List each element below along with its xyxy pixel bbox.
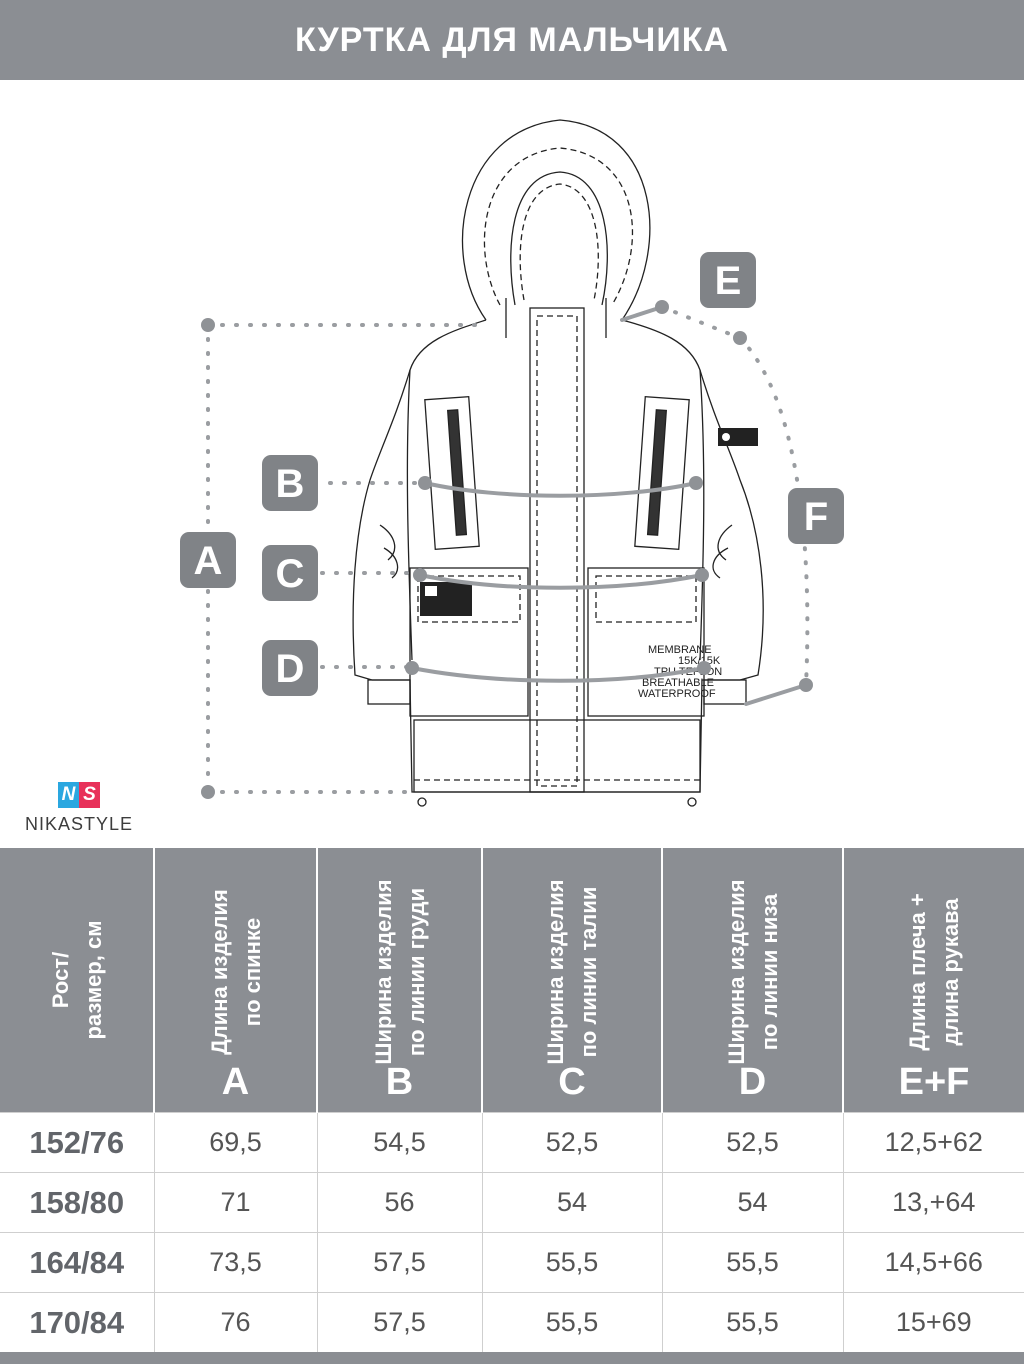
value-cell: 71 <box>153 1172 317 1233</box>
svg-text:C: C <box>276 552 305 596</box>
value-cell: 54 <box>661 1172 843 1233</box>
value-cell: 55,5 <box>481 1232 662 1293</box>
label-a: A <box>180 532 236 588</box>
value-cell: 13,+64 <box>842 1172 1024 1233</box>
svg-text:F: F <box>804 495 828 539</box>
header-shoulder-sleeve: Длина плеча +длина рукава E+F <box>842 848 1024 1113</box>
size-cell: 152/76 <box>0 1112 154 1173</box>
value-cell: 52,5 <box>481 1112 662 1173</box>
nikastyle-logo-icon: N S <box>58 782 100 808</box>
bottom-bar <box>0 1352 1024 1364</box>
table-row: 152/76 69,5 54,5 52,5 52,5 12,5+62 <box>0 1112 1024 1173</box>
table-row: 170/84 76 57,5 55,5 55,5 15+69 <box>0 1292 1024 1352</box>
print-line: WATERPROOF <box>638 688 716 700</box>
value-cell: 52,5 <box>661 1112 843 1173</box>
svg-text:A: A <box>194 539 223 583</box>
brand-logo: N S NIKASTYLE <box>20 782 138 835</box>
label-f: F <box>788 488 844 544</box>
value-cell: 55,5 <box>661 1292 843 1352</box>
value-cell: 76 <box>153 1292 317 1352</box>
page-title: КУРТКА ДЛЯ МАЛЬЧИКА <box>0 0 1024 80</box>
value-cell: 57,5 <box>316 1232 482 1293</box>
brand-name: NIKASTYLE <box>24 814 134 834</box>
value-cell: 54 <box>481 1172 662 1233</box>
value-cell: 14,5+66 <box>842 1232 1024 1293</box>
value-cell: 55,5 <box>481 1292 662 1352</box>
jacket-diagram: MEMBRANE 15K/15K TPU TEFLON BREATHABLE W… <box>180 119 844 807</box>
svg-text:E: E <box>715 259 742 303</box>
print-line: MEMBRANE <box>648 644 712 656</box>
value-cell: 12,5+62 <box>842 1112 1024 1173</box>
table-row: 164/84 73,5 57,5 55,5 55,5 14,5+66 <box>0 1232 1024 1293</box>
value-cell: 56 <box>316 1172 482 1233</box>
label-c: C <box>262 545 318 601</box>
size-cell: 164/84 <box>0 1232 154 1293</box>
size-cell: 158/80 <box>0 1172 154 1233</box>
value-cell: 69,5 <box>153 1112 317 1173</box>
table-row: 158/80 71 56 54 54 13,+64 <box>0 1172 1024 1233</box>
size-cell: 170/84 <box>0 1292 154 1352</box>
value-cell: 54,5 <box>316 1112 482 1173</box>
value-cell: 55,5 <box>661 1232 843 1293</box>
print-line: BREATHABLE <box>642 677 714 689</box>
label-b: B <box>262 455 318 511</box>
value-cell: 73,5 <box>153 1232 317 1293</box>
value-cell: 15+69 <box>842 1292 1024 1352</box>
label-d: D <box>262 640 318 696</box>
svg-text:D: D <box>276 647 305 691</box>
svg-text:B: B <box>276 462 305 506</box>
value-cell: 57,5 <box>316 1292 482 1352</box>
label-e: E <box>700 252 756 308</box>
print-line: 15K/15K <box>678 655 721 667</box>
header-height-size: Рост/размер, см <box>0 848 154 1113</box>
